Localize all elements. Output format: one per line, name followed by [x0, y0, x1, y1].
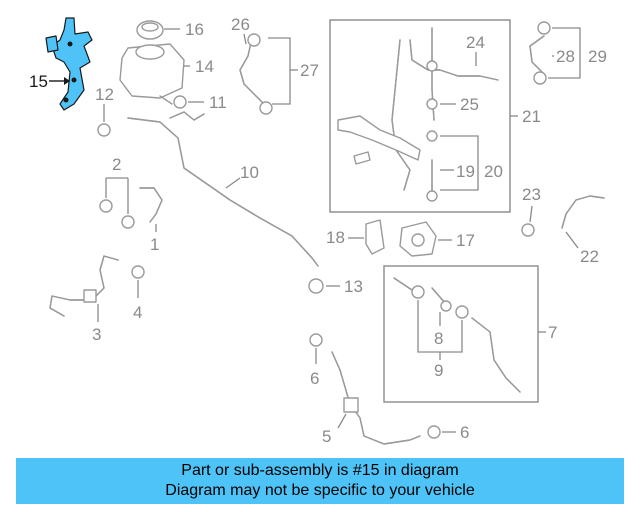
banner-line-2: Diagram may not be specific to your vehi… [165, 482, 475, 499]
callout-label-1: 1 [150, 235, 159, 254]
callout-label-4: 4 [133, 303, 142, 322]
callout-label-6a: 6 [310, 369, 319, 388]
callout-label-14: 14 [195, 57, 214, 76]
group-7-box[interactable]: 7 8 9 [383, 265, 557, 403]
callout-label-17: 17 [456, 231, 475, 250]
part-3-hose[interactable]: 3 [49, 255, 119, 344]
callout-label-6b: 6 [460, 423, 469, 442]
part-22-hose[interactable]: 22 [561, 195, 605, 266]
part-2-clamps[interactable]: 2 [99, 155, 135, 229]
callout-label-21: 21 [522, 107, 541, 126]
part-18-bracket[interactable]: 18 [326, 219, 385, 255]
part-17-pump[interactable]: 17 [399, 221, 475, 257]
group-21-box[interactable]: 21 [329, 19, 541, 213]
callout-label-11: 11 [209, 93, 227, 112]
callout-label-7: 7 [548, 323, 557, 342]
info-banner: Part or sub-assembly is #15 in diagram D… [16, 458, 624, 504]
callout-label-25: 25 [460, 95, 479, 114]
callout-15[interactable]: 15 [29, 72, 70, 91]
callout-label-13: 13 [344, 277, 363, 296]
callout-label-19: 19 [456, 162, 475, 181]
callout-label-15: 15 [29, 72, 48, 91]
callout-25[interactable]: 25 [440, 95, 479, 114]
callout-24[interactable]: 24 [466, 33, 485, 66]
part-4-clamp[interactable]: 4 [131, 265, 145, 322]
part-16-cap[interactable]: 16 [136, 20, 204, 40]
callout-label-12: 12 [95, 85, 114, 104]
part-10-pipe[interactable]: 10 [127, 111, 319, 267]
banner-line-1: Part or sub-assembly is #15 in diagram [181, 462, 459, 479]
part-6-clamp-upper[interactable]: 6 [309, 333, 323, 388]
part-23-clamp[interactable]: 23 [521, 185, 541, 237]
callout-label-18: 18 [326, 228, 345, 247]
part-14-reservoir[interactable]: 14 [119, 43, 214, 105]
part-13-clamp[interactable]: 13 [308, 277, 363, 296]
callout-label-16: 16 [185, 20, 204, 39]
callout-label-10: 10 [240, 163, 259, 182]
callout-label-26: 26 [231, 15, 250, 34]
part-15-bracket[interactable] [45, 17, 93, 111]
callout-label-2: 2 [112, 155, 121, 174]
callout-label-28: 28 [556, 47, 575, 66]
callout-label-9: 9 [434, 361, 443, 380]
callout-label-27: 27 [300, 61, 319, 80]
part-1-hose[interactable]: 1 [139, 187, 163, 254]
part-28-hose[interactable]: 28 29 [529, 21, 607, 85]
part-12-clamp[interactable]: 12 [95, 85, 114, 137]
part-5-hose[interactable]: 5 [322, 351, 421, 446]
callout-label-23: 23 [522, 185, 541, 204]
callout-label-29: 29 [588, 47, 607, 66]
callout-label-24: 24 [466, 33, 485, 52]
callout-label-5: 5 [322, 427, 331, 446]
part-26-27-hose[interactable]: 26 27 [231, 15, 319, 115]
callout-label-8: 8 [434, 329, 443, 348]
part-6-clamp-lower[interactable]: 6 [427, 423, 469, 442]
callout-label-20: 20 [484, 162, 503, 181]
part-11-clamp[interactable]: 11 [173, 93, 227, 112]
callout-label-22: 22 [580, 247, 599, 266]
callout-19-20[interactable]: 19 20 [440, 135, 503, 191]
parts-diagram: 15 16 14 11 12 26 27 [29, 15, 607, 446]
callout-label-3: 3 [92, 325, 101, 344]
